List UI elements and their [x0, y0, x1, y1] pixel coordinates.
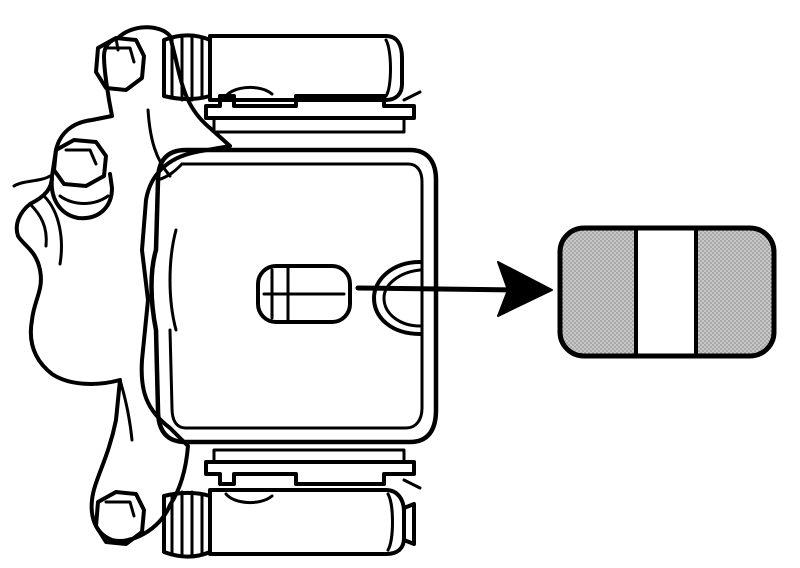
caliper-body: [149, 147, 439, 445]
upper-mounting-bolt: [94, 36, 146, 92]
lower-guide-pin-boot: [162, 488, 416, 559]
bleeder-screw: [49, 138, 114, 221]
pad-wear-indicator-detail: [557, 225, 777, 359]
worn-zone-right: [696, 228, 774, 356]
upper-pad-support-plate: [204, 90, 422, 134]
upper-guide-pin-boot: [162, 33, 404, 102]
worn-zone-left: [560, 228, 636, 356]
caliper-bracket: [12, 25, 232, 543]
center-gap: [636, 228, 696, 356]
lower-pad-support-plate: [204, 448, 422, 490]
inspection-window: [256, 264, 352, 324]
pointer-arrow: [355, 261, 553, 317]
lower-mounting-bolt: [94, 490, 146, 546]
